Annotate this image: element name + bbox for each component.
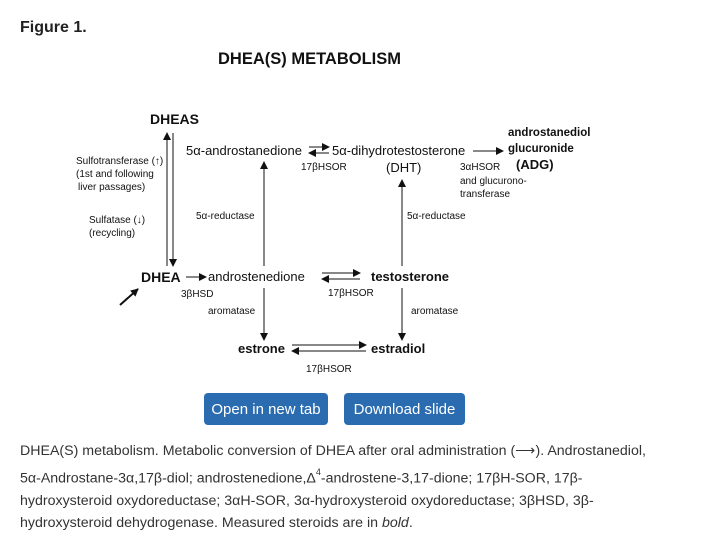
label-reductase-left: 5α-reductase [196, 211, 255, 222]
diagram-title: DHEA(S) METABOLISM [218, 50, 401, 68]
node-dht: 5α-dihydrotestosterone [332, 143, 465, 158]
caption-text-2: -androstene-3,17-dione; 17βH-SOR, 17β-hy… [20, 470, 594, 532]
figure-label: Figure 1. [20, 19, 87, 36]
label-sulfotransferase-1: Sulfotransferase (↑) [76, 156, 163, 167]
label-reductase-right: 5α-reductase [407, 211, 466, 222]
label-sulfotransferase-2: (1st and following [76, 169, 154, 180]
node-adg-abbr: (ADG) [516, 157, 554, 172]
caption-text-1: DHEA(S) metabolism. Metabolic conversion… [20, 443, 646, 487]
node-dheas: DHEAS [150, 111, 199, 127]
node-dhea: DHEA [141, 269, 181, 285]
node-dht-abbr: (DHT) [386, 160, 421, 175]
label-aromatase-left: aromatase [208, 306, 256, 317]
node-estradiol: estradiol [371, 341, 425, 356]
label-hsor-top: 17βHSOR [301, 162, 347, 173]
label-hsor-mid: 17βHSOR [328, 288, 374, 299]
label-aromatase-right: aromatase [411, 306, 459, 317]
label-sulfatase-1: Sulfatase (↓) [89, 215, 145, 226]
node-estrone: estrone [238, 341, 285, 356]
arrow-oral-administration [119, 288, 139, 306]
label-hsor-bottom: 17βHSOR [306, 364, 352, 375]
node-androstenedione: androstenedione [208, 269, 305, 284]
label-adg-enzyme-2: and glucurono- [460, 176, 527, 187]
label-adg-enzyme-1: 3αHSOR [460, 162, 500, 173]
label-sulfotransferase-3: liver passages) [78, 182, 145, 193]
label-adg-enzyme-3: transferase [460, 189, 510, 200]
caption-italic-bold: bold [381, 515, 409, 532]
figure-caption: DHEA(S) metabolism. Metabolic conversion… [20, 440, 660, 535]
download-slide-button[interactable]: Download slide [344, 393, 465, 425]
open-in-new-tab-button[interactable]: Open in new tab [204, 393, 328, 425]
label-hsd: 3βHSD [181, 289, 213, 300]
metabolism-diagram: DHEA(S) METABOLISM DHEAS DHEA androstene… [76, 50, 590, 375]
caption-superscript: 4 [315, 466, 321, 477]
node-testosterone: testosterone [371, 269, 449, 284]
node-adg-line2: glucuronide [508, 143, 574, 155]
caption-text-3: . [408, 515, 413, 532]
node-androstanedione: 5α-androstanedione [186, 143, 302, 158]
node-adg-line1: androstanediol [508, 127, 590, 139]
label-sulfatase-2: (recycling) [89, 228, 135, 239]
